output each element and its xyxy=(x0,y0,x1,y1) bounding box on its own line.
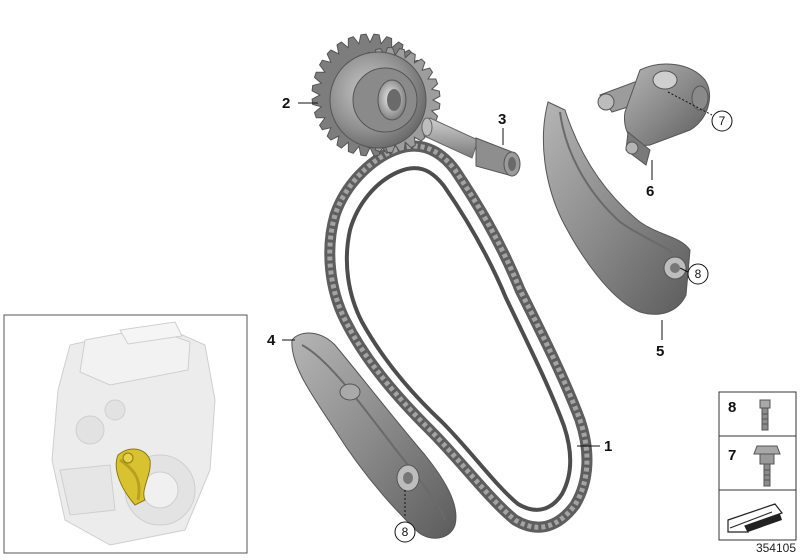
callout-6: 6 xyxy=(646,160,654,200)
callout-1: 1 xyxy=(577,438,612,455)
legend-item-7: 7 xyxy=(728,445,781,487)
callout-2: 2 xyxy=(282,95,318,112)
svg-text:4: 4 xyxy=(267,332,276,349)
svg-text:6: 6 xyxy=(646,183,654,200)
svg-text:8: 8 xyxy=(695,267,702,281)
bolt-icon xyxy=(753,445,781,487)
svg-text:5: 5 xyxy=(656,343,664,360)
legend-item-8: 8 xyxy=(728,399,771,431)
hardware-legend: 8 7 xyxy=(718,391,797,541)
arrow-icon xyxy=(727,503,783,533)
svg-text:7: 7 xyxy=(728,447,736,464)
engine-overview-inset xyxy=(3,314,248,554)
screw-icon xyxy=(759,399,771,431)
camshaft-sprocket xyxy=(311,33,441,157)
callout-8-right-circle: 8 xyxy=(679,263,709,285)
document-number: 354105 xyxy=(756,541,796,555)
tensioner-rail xyxy=(542,101,691,315)
svg-text:3: 3 xyxy=(498,111,506,128)
callout-4: 4 xyxy=(267,332,295,349)
svg-text:8: 8 xyxy=(402,525,409,539)
callout-8-left-circle: 8 xyxy=(394,490,416,543)
highlighted-timing-drive xyxy=(115,448,151,506)
guide-rail xyxy=(291,332,457,539)
svg-text:8: 8 xyxy=(728,399,736,416)
central-bolt xyxy=(421,117,521,177)
chain-tensioner xyxy=(597,63,711,166)
svg-text:2: 2 xyxy=(282,95,290,112)
svg-text:7: 7 xyxy=(719,114,726,128)
callout-5: 5 xyxy=(656,320,664,360)
timing-chain xyxy=(324,140,593,533)
engine-ghost-image xyxy=(51,321,216,546)
callout-7-circle: 7 xyxy=(667,91,733,132)
svg-text:1: 1 xyxy=(604,438,612,455)
callout-3: 3 xyxy=(498,111,506,145)
